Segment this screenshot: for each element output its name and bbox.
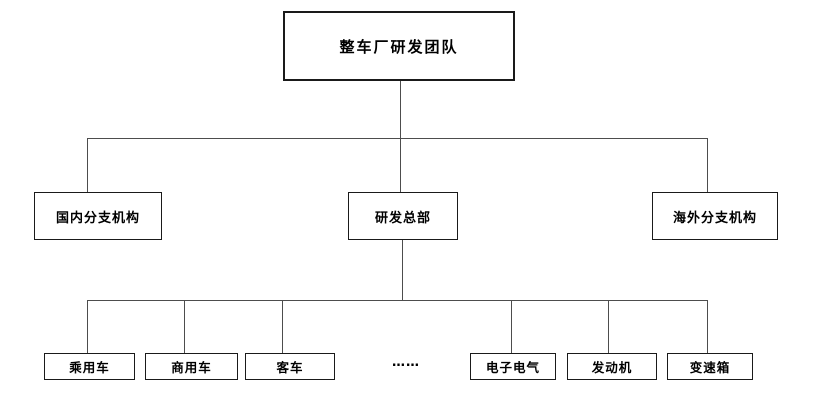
org-node-engine: 发动机 <box>567 353 657 380</box>
connector-line <box>608 300 609 353</box>
connector-line <box>402 240 403 300</box>
org-node-electronics-electrical: 电子电气 <box>470 353 556 380</box>
org-node-passenger-car: 乘用车 <box>44 353 135 380</box>
connector-line <box>87 138 708 139</box>
connector-line <box>707 300 708 353</box>
ellipsis-more-nodes: …… <box>392 355 420 370</box>
org-node-gearbox: 变速箱 <box>667 353 753 380</box>
connector-line <box>87 300 88 353</box>
org-node-commercial-vehicle: 商用车 <box>145 353 238 380</box>
connector-line <box>282 300 283 353</box>
connector-line <box>400 138 401 192</box>
connector-line <box>707 138 708 192</box>
connector-line <box>400 81 401 138</box>
connector-line <box>87 300 707 301</box>
org-node-overseas-branch: 海外分支机构 <box>652 192 778 240</box>
connector-line <box>511 300 512 353</box>
org-node-rd-headquarters: 研发总部 <box>348 192 458 240</box>
org-node-domestic-branch: 国内分支机构 <box>34 192 162 240</box>
connector-line <box>87 138 88 192</box>
org-node-root: 整车厂研发团队 <box>283 11 515 81</box>
connector-line <box>184 300 185 353</box>
org-node-bus: 客车 <box>245 353 335 380</box>
